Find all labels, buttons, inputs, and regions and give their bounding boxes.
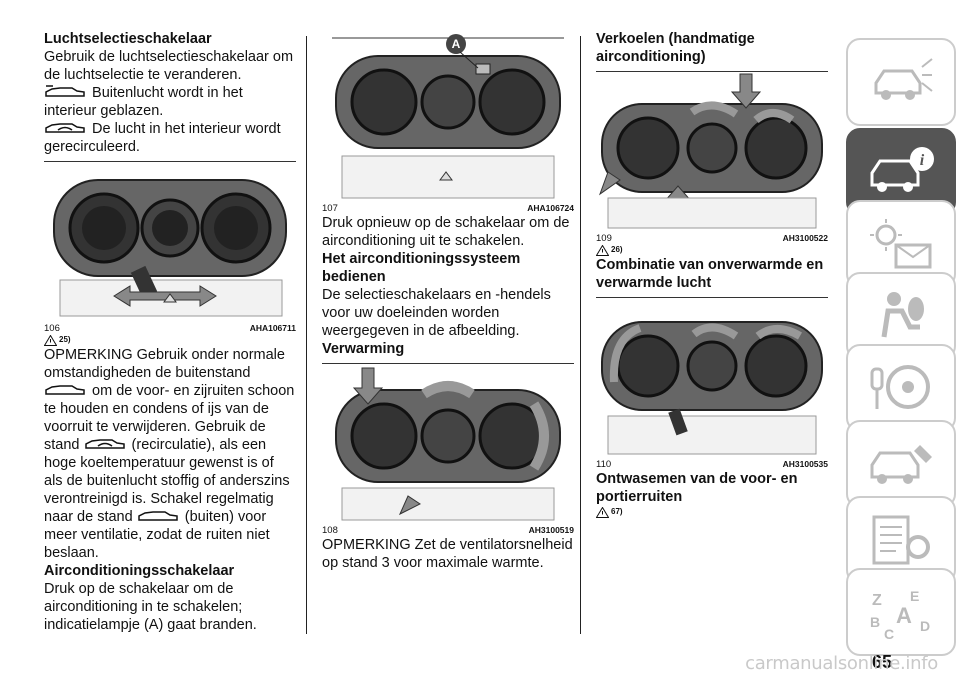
outside-air-icon [137, 511, 178, 521]
tab-steering-key[interactable] [846, 344, 956, 432]
technical-data-icon [872, 515, 930, 565]
recirculate-icon [84, 439, 125, 449]
text-ac-switch: Druk op de schakelaar om de aircondition… [44, 581, 257, 633]
heading-heating: Verwarming [322, 341, 405, 357]
cooling-illustration [596, 72, 828, 232]
air-selector-illustration [44, 162, 296, 322]
svg-text:B: B [870, 614, 880, 630]
text-ac-off: Druk opnieuw op de schakelaar om de airc… [322, 215, 570, 249]
page-number: 65 [872, 652, 893, 672]
watermark: carmanualsonline.info [745, 653, 938, 674]
column-divider [580, 36, 581, 634]
column-1: Luchtselectieschakelaar Gebruik de lucht… [44, 30, 296, 634]
mixed-air-illustration [596, 298, 828, 458]
outside-air-icon [45, 85, 85, 97]
heading-cooling: Verkoelen (handmatige airconditioning) [596, 31, 755, 65]
ac-switch-illustration: A [328, 30, 568, 202]
text-opmerking-1: OPMERKING Gebruik onder normale omstandi… [44, 347, 295, 561]
svg-text:D: D [920, 618, 930, 634]
tab-dashboard[interactable] [846, 38, 956, 126]
svg-text:E: E [910, 588, 919, 604]
column-divider [306, 36, 307, 634]
caution-icon [44, 335, 57, 346]
caution-icon [596, 507, 609, 518]
svg-text:C: C [884, 626, 894, 641]
note-25: 25) [44, 334, 296, 346]
caution-icon [596, 245, 609, 256]
tab-car-service[interactable] [846, 420, 956, 508]
heading-air-selector: Luchtselectieschakelaar [44, 31, 212, 47]
outside-air-icon [45, 385, 85, 395]
text-operate-ac: De selectieschakelaars en -hendels voor … [322, 287, 551, 339]
car-info-icon: i [870, 147, 934, 192]
heading-defog: Ontwasemen van de voor- en portierruiten [596, 471, 798, 505]
svg-text:i: i [920, 152, 925, 169]
svg-text:A: A [896, 603, 912, 628]
warning-lights-icon [870, 219, 932, 269]
airbag-person-icon [881, 292, 924, 338]
note-26: 26) [596, 244, 828, 256]
steering-key-icon [870, 365, 930, 409]
column-3: Verkoelen (handmatige airconditioning) 1… [596, 30, 828, 518]
heading-mixed-air: Combinatie van onverwarmde en verwarmde … [596, 257, 824, 291]
heading-ac-switch: Airconditioningsschakelaar [44, 563, 235, 579]
heading-operate-ac: Het airconditioningssysteem bedienen [322, 251, 521, 285]
dashboard-car-icon [874, 58, 933, 100]
svg-text:Z: Z [872, 592, 882, 609]
heating-illustration [328, 364, 568, 524]
label-A: A [452, 37, 461, 51]
text-recirculate: De lucht in het interieur wordt gerecirc… [44, 121, 281, 155]
car-service-icon [870, 445, 932, 484]
text-outside-air: Buitenlucht wordt in het interieur gebla… [44, 85, 243, 119]
recirculate-icon [45, 123, 85, 133]
text-opmerking-2: OPMERKING Zet de ventilatorsnelheid op s… [322, 537, 573, 571]
note-67: 67) [596, 506, 828, 518]
text-air-selector-intro: Gebruik de luchtselectieschakelaar om de… [44, 49, 294, 83]
